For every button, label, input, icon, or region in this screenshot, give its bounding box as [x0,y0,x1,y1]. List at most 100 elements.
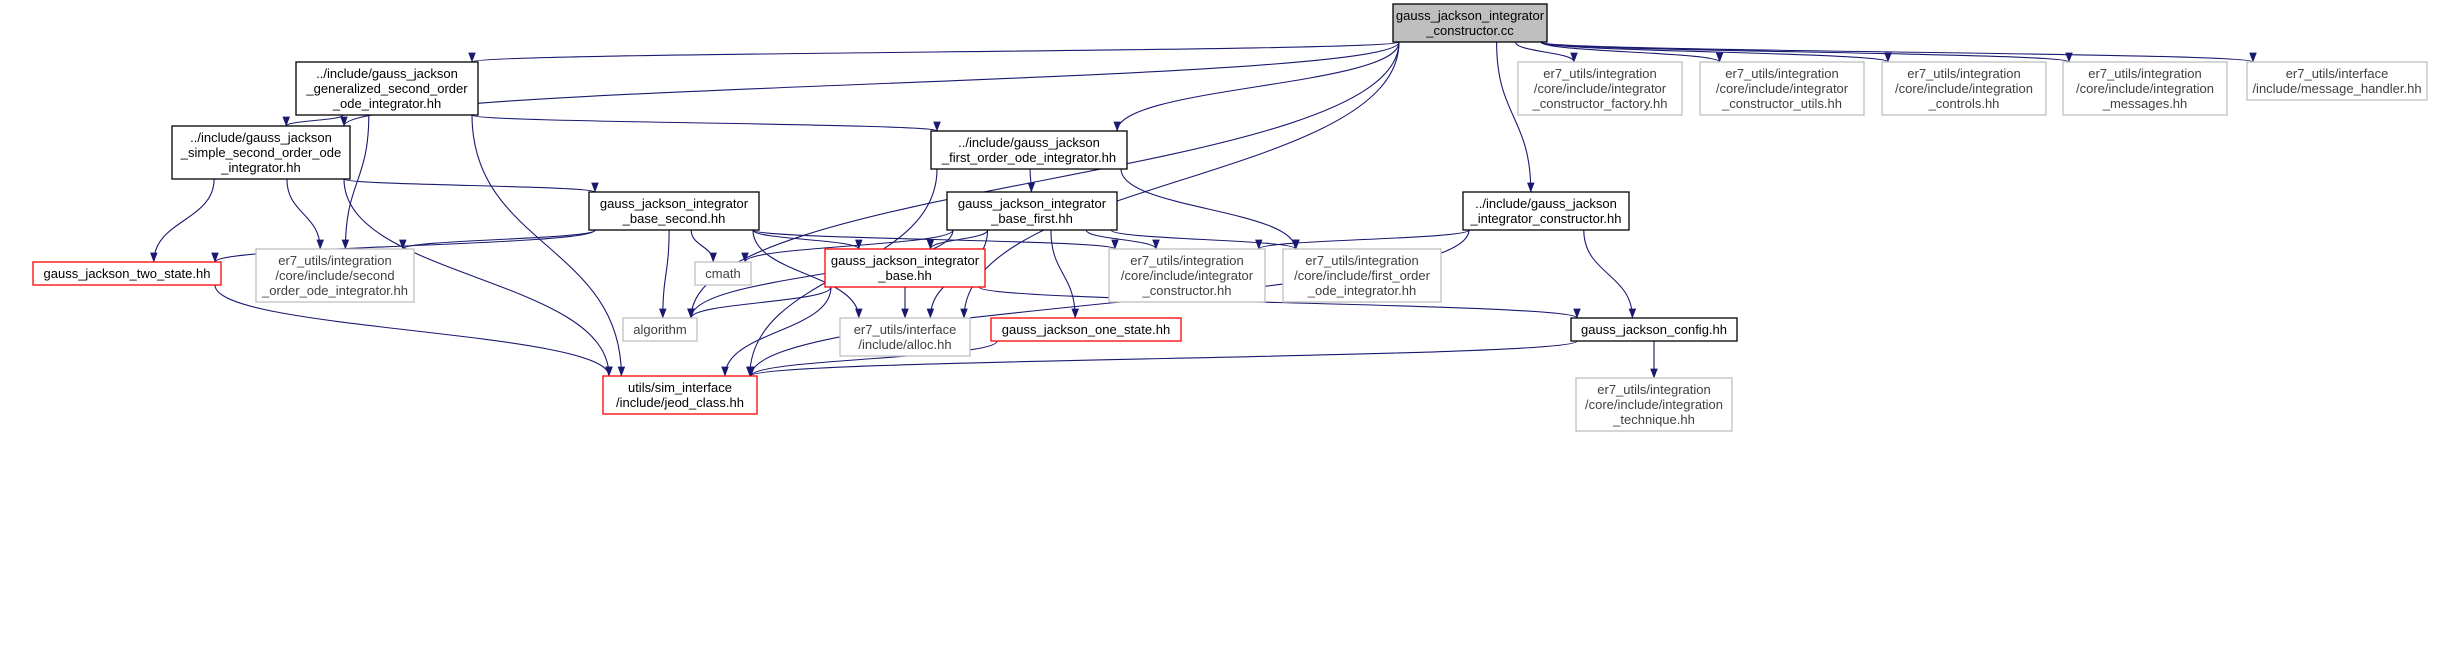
node-onestate[interactable]: gauss_jackson_one_state.hh [990,317,1182,342]
node-label-line: gauss_jackson_integrator [1396,8,1545,23]
edge-basesecond-to-sode [399,229,596,250]
node-label-line: gauss_jackson_integrator [958,196,1107,211]
node-label-line: er7_utils/integration [1725,66,1838,81]
node-box [1282,248,1442,303]
edge-root-to-alloc [960,41,1400,319]
node-box [1462,191,1630,231]
node-label-line: /core/include/integration [2076,81,2214,96]
node-technique[interactable]: er7_utils/integration/core/include/integ… [1575,377,1733,432]
node-label-line: gauss_jackson_one_state.hh [1002,322,1170,337]
node-label-line: gauss_jackson_integrator [831,253,980,268]
node-jeod[interactable]: utils/sim_interface/include/jeod_class.h… [602,375,758,415]
node-box [32,261,222,286]
edge-first-to-basefirst [1027,168,1036,193]
edge-root-to-factory [1514,41,1578,63]
node-box [171,125,351,180]
edge-basesecond-to-ictor [752,229,1119,250]
node-box [946,191,1118,231]
edge-simple2-to-twostate [150,178,215,263]
edge-root-to-first [1113,41,1400,132]
node-label-line: algorithm [633,322,686,337]
node-sode[interactable]: er7_utils/integration/core/include/secon… [255,248,415,303]
node-label-line: cmath [705,266,740,281]
node-box [255,248,415,303]
node-ictor[interactable]: er7_utils/integration/core/include/integ… [1108,248,1266,303]
edge-root-to-msghandler [1540,41,2257,63]
node-label-line: _constructor_factory.hh [1532,96,1668,111]
node-label-line: ../include/gauss_jackson [316,66,458,81]
node-cutils[interactable]: er7_utils/integration/core/include/integ… [1699,61,1865,116]
node-twostate[interactable]: gauss_jackson_two_state.hh [32,261,222,286]
node-box [694,261,752,286]
edge-onestate-to-jeod [747,340,998,377]
edge-root-to-ctor [1496,41,1535,193]
node-label-line: er7_utils/integration [1305,253,1418,268]
node-label-line: _order_ode_integrator.hh [261,283,408,298]
node-label-line: er7_utils/integration [278,253,391,268]
node-label-line: ../include/gauss_jackson [190,130,332,145]
edge-basesecond-to-algorithm [659,229,670,319]
node-box [839,317,971,357]
node-alloc[interactable]: er7_utils/interface/include/alloc.hh [839,317,971,357]
node-box [1699,61,1865,116]
node-label-line: /core/include/integrator [1121,268,1254,283]
node-controls[interactable]: er7_utils/integration/core/include/integ… [1881,61,2047,116]
node-label-line: _ode_integrator.hh [1307,283,1416,298]
node-label-line: er7_utils/interface [2286,66,2389,81]
node-label-line: _constructor.hh [1142,283,1232,298]
node-label-line: _controls.hh [1928,96,2000,111]
node-config[interactable]: gauss_jackson_config.hh [1570,317,1738,342]
node-label-line: _technique.hh [1612,412,1695,427]
node-label-line: gauss_jackson_integrator [600,196,749,211]
node-box [1570,317,1738,342]
edge-basesecond-to-base [752,229,863,250]
edge-base-to-jeod [721,286,832,377]
node-algorithm[interactable]: algorithm [622,317,698,342]
node-label-line: _base.hh [877,268,932,283]
node-box [622,317,698,342]
edge-base-to-config [978,286,1581,319]
edge-basefirst-to-ictor [1085,229,1160,250]
node-label-line: er7_utils/interface [854,322,957,337]
node-label-line: er7_utils/integration [1543,66,1656,81]
node-fode[interactable]: er7_utils/integration/core/include/first… [1282,248,1442,303]
node-msghandler[interactable]: er7_utils/interface/include/message_hand… [2246,61,2428,101]
node-simple2[interactable]: ../include/gauss_jackson_simple_second_o… [171,125,351,180]
node-label-line: _base_first.hh [990,211,1073,226]
edge-basefirst-to-base [926,229,989,250]
node-box [824,248,986,288]
edge-basesecond-to-alloc [752,229,863,319]
node-base[interactable]: gauss_jackson_integrator_base.hh [824,248,986,288]
node-gen2[interactable]: ../include/gauss_jackson_generalized_sec… [295,61,479,116]
node-messages[interactable]: er7_utils/integration/core/include/integ… [2062,61,2228,116]
node-label-line: _base_second.hh [622,211,726,226]
edge-simple2-to-basesecond [343,178,599,193]
edge-gen2-to-simple2 [282,114,344,127]
node-label-line: _ode_integrator.hh [332,96,441,111]
node-box [1392,3,1548,43]
edge-root-to-cutils [1540,41,1724,63]
node-label-line: /core/include/integration [1585,397,1723,412]
edge-gen2-to-jeod [471,114,626,377]
node-label-line: _first_order_ode_integrator.hh [941,150,1116,165]
node-ctor[interactable]: ../include/gauss_jackson_integrator_cons… [1462,191,1630,231]
edge-simple2-to-sode [286,178,324,250]
node-first[interactable]: ../include/gauss_jackson_first_order_ode… [930,130,1128,170]
node-basefirst[interactable]: gauss_jackson_integrator_base_first.hh [946,191,1118,231]
node-cmath[interactable]: cmath [694,261,752,286]
node-label-line: er7_utils/integration [2088,66,2201,81]
edge-gen2-to-sode [341,114,370,250]
node-box [588,191,760,231]
node-basesecond[interactable]: gauss_jackson_integrator_base_second.hh [588,191,760,231]
node-root[interactable]: gauss_jackson_integrator_constructor.cc [1392,3,1548,43]
node-box [295,61,479,116]
node-label-line: utils/sim_interface [628,380,732,395]
node-factory[interactable]: er7_utils/integration/core/include/integ… [1517,61,1683,116]
edge-basefirst-to-fode [1110,229,1300,250]
edge-gen2-to-first [471,114,941,132]
node-label-line: _generalized_second_order [305,81,468,96]
node-box [1108,248,1266,303]
node-label-line: /core/include/first_order [1294,268,1431,283]
node-label-line: gauss_jackson_config.hh [1581,322,1727,337]
